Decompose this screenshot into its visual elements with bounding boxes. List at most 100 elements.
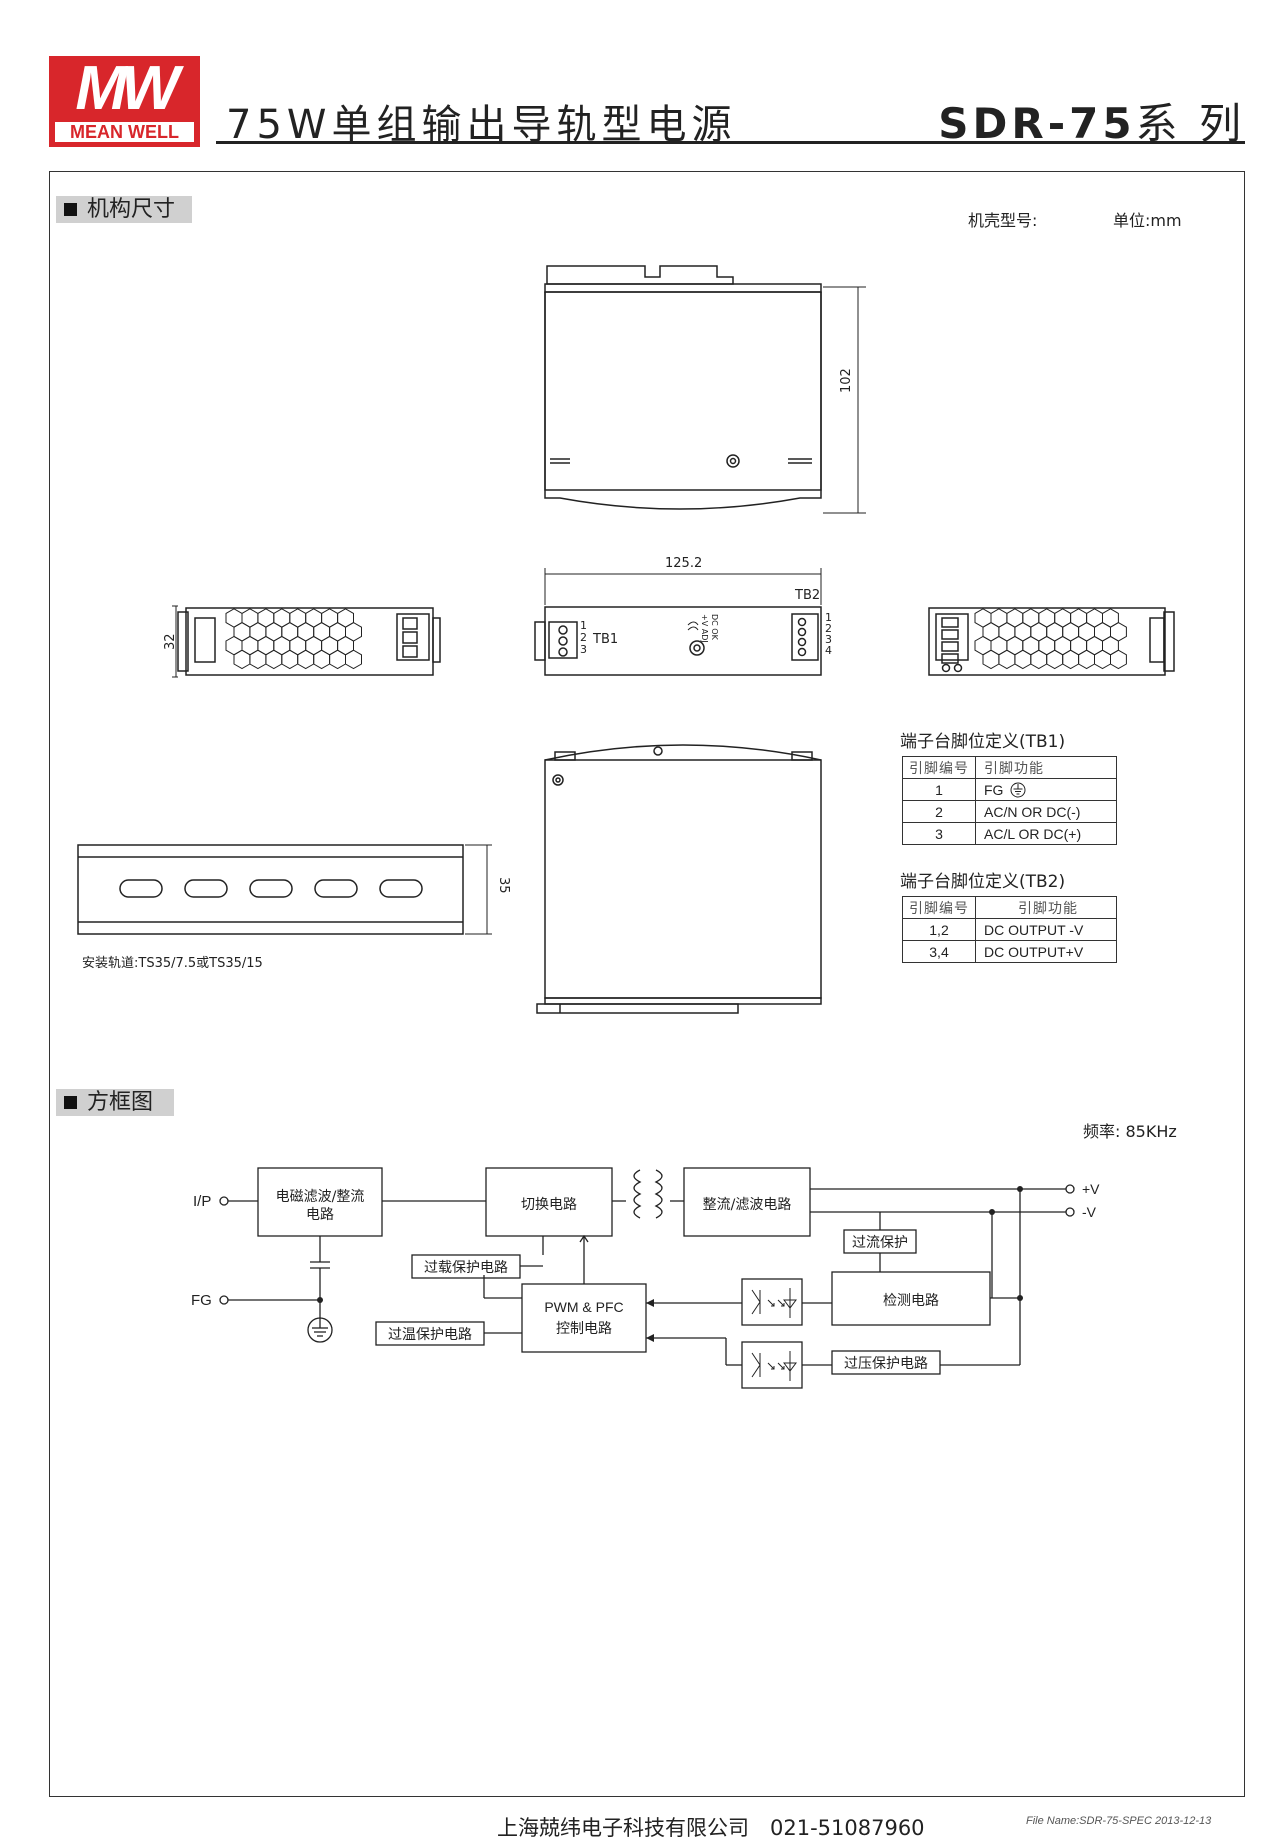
optocoupler-2 [741,1341,803,1389]
table-cell: 3 [902,822,976,845]
vent-hole [1030,649,1048,670]
table-row: 3,4 DC OUTPUT+V [902,940,1117,963]
overload-label: 过载保护电路 [424,1260,508,1276]
table-cell: DC OUTPUT+V [975,940,1117,963]
vent-holes-left [225,608,362,670]
unit-label: 单位:mm [1113,211,1182,230]
vent-hole [998,649,1016,670]
vent-hole [313,649,331,670]
mean-well-logo: MW MEAN WELL [49,56,200,147]
block-diagram [219,1167,1075,1389]
vent-hole [982,649,1000,670]
logo-mark: MW [75,54,179,123]
tb2-pin-numbers: 1 2 3 4 [825,612,832,656]
vadj-label: +V ADJ. [700,614,709,646]
tb2-pin-table: 引脚编号 引脚功能 1,2 DC OUTPUT -V 3,4 DC OUTPUT… [902,896,1117,963]
din-rail [77,844,492,935]
fg-label: FG [984,781,1004,798]
rear-view [536,744,822,1014]
content-frame [49,171,1245,1797]
company-footer: 上海兢纬电子科技有限公司 021-51087960 [497,1816,925,1840]
table-row: 3 AC/L OR DC(+) [902,822,1117,845]
pwm-label-2: 控制电路 [556,1321,612,1337]
tb2-table-title: 端子台脚位定义(TB2) [900,872,1066,892]
vent-hole [265,649,283,670]
table-cell: AC/N OR DC(-) [975,800,1117,823]
width-dimension-label: 125.2 [665,556,703,571]
table-cell: AC/L OR DC(+) [975,822,1117,845]
vent-hole [1046,649,1064,670]
case-no-label: 机壳型号: [968,211,1038,230]
table-header: 引脚编号 [902,756,976,779]
vent-hole [345,649,362,670]
bullet-square-icon [64,203,77,216]
series-title: SDR-75系 列 [938,90,1245,151]
table-cell: 1,2 [902,918,976,941]
emi-filter-label-2: 电路 [306,1207,334,1223]
terminal-view-center [534,606,822,676]
block-section-title: 方框图 [87,1090,154,1115]
vent-holes-right [974,608,1127,670]
block-section-header: 方框图 [56,1089,174,1116]
tb2-pin: 3 [825,633,832,646]
overcurrent-label: 过流保护 [852,1235,908,1251]
fg-label: FG [191,1292,212,1309]
depth-dimension-label: 32 [163,633,178,650]
vminus-label: -V [1082,1204,1096,1220]
tb2-label: TB2 [795,588,821,603]
logo-brand: MEAN WELL [55,122,194,142]
tb1-pin: 2 [580,631,587,644]
mechanical-section-header: 机构尺寸 [56,196,192,223]
tb1-pin-numbers: 1 2 3 [580,620,587,656]
bullet-square-icon [64,1096,77,1109]
vent-hole [297,649,315,670]
vent-hole [1110,649,1127,670]
file-info: File Name:SDR-75-SPEC 2013-12-13 [1026,1815,1212,1827]
pwm-label: PWM & PFC [544,1299,624,1315]
overvoltage-box [831,1350,941,1375]
vent-hole [1014,649,1032,670]
table-cell: 2 [902,800,976,823]
overvoltage-label: 过压保护电路 [844,1356,928,1372]
vent-hole [233,649,251,670]
rectifier-box [683,1167,811,1237]
table-row: 1,2 DC OUTPUT -V [902,918,1117,941]
switching-box [485,1167,613,1237]
earth-ground-icon [1010,782,1026,797]
table-cell: 3,4 [902,940,976,963]
table-header: 引脚编号 [902,896,976,919]
series-suffix: 系 列 [1135,99,1245,148]
width-dimension [544,568,822,605]
detection-label: 检测电路 [883,1293,939,1309]
vent-hole [329,649,346,670]
tb1-pin: 1 [580,619,587,632]
header-rule [216,141,1245,144]
ip-label: I/P [193,1193,212,1210]
rail-note: 安装轨道:TS35/7.5或TS35/15 [82,956,263,971]
table-row: 1 FG [902,778,1117,801]
table-cell: FG [975,778,1117,801]
table-header: 引脚功能 [975,756,1117,779]
table-header: 引脚功能 [975,896,1117,919]
table-cell: DC OUTPUT -V [975,918,1117,941]
overtemp-label: 过温保护电路 [388,1327,472,1343]
table-row: 2 AC/N OR DC(-) [902,800,1117,823]
tb1-pin: 3 [580,643,587,656]
optocoupler-1 [741,1278,803,1326]
led-dc-ok-label: DC OK [710,614,719,640]
vent-hole [1094,649,1111,670]
front-view [544,265,866,514]
mechanical-drawing [77,265,1175,1014]
vplus-label: +V [1082,1181,1100,1197]
left-side-view [172,605,441,678]
frequency-label: 频率: 85KHz [1083,1122,1177,1141]
emi-filter-label: 电磁滤波/整流 [275,1189,365,1205]
tb1-pin-table: 引脚编号 引脚功能 1 FG 2 AC/N OR DC(-) 3 AC/L OR… [902,756,1117,845]
tb2-pin: 1 [825,611,832,624]
rail-dimension-label: 35 [496,877,511,894]
rectifier-label: 整流/滤波电路 [702,1197,792,1213]
tb2-pin: 2 [825,622,832,635]
mechanical-section-title: 机构尺寸 [87,197,176,222]
tb1-table-title: 端子台脚位定义(TB1) [900,732,1066,752]
switching-label: 切换电路 [521,1197,577,1213]
